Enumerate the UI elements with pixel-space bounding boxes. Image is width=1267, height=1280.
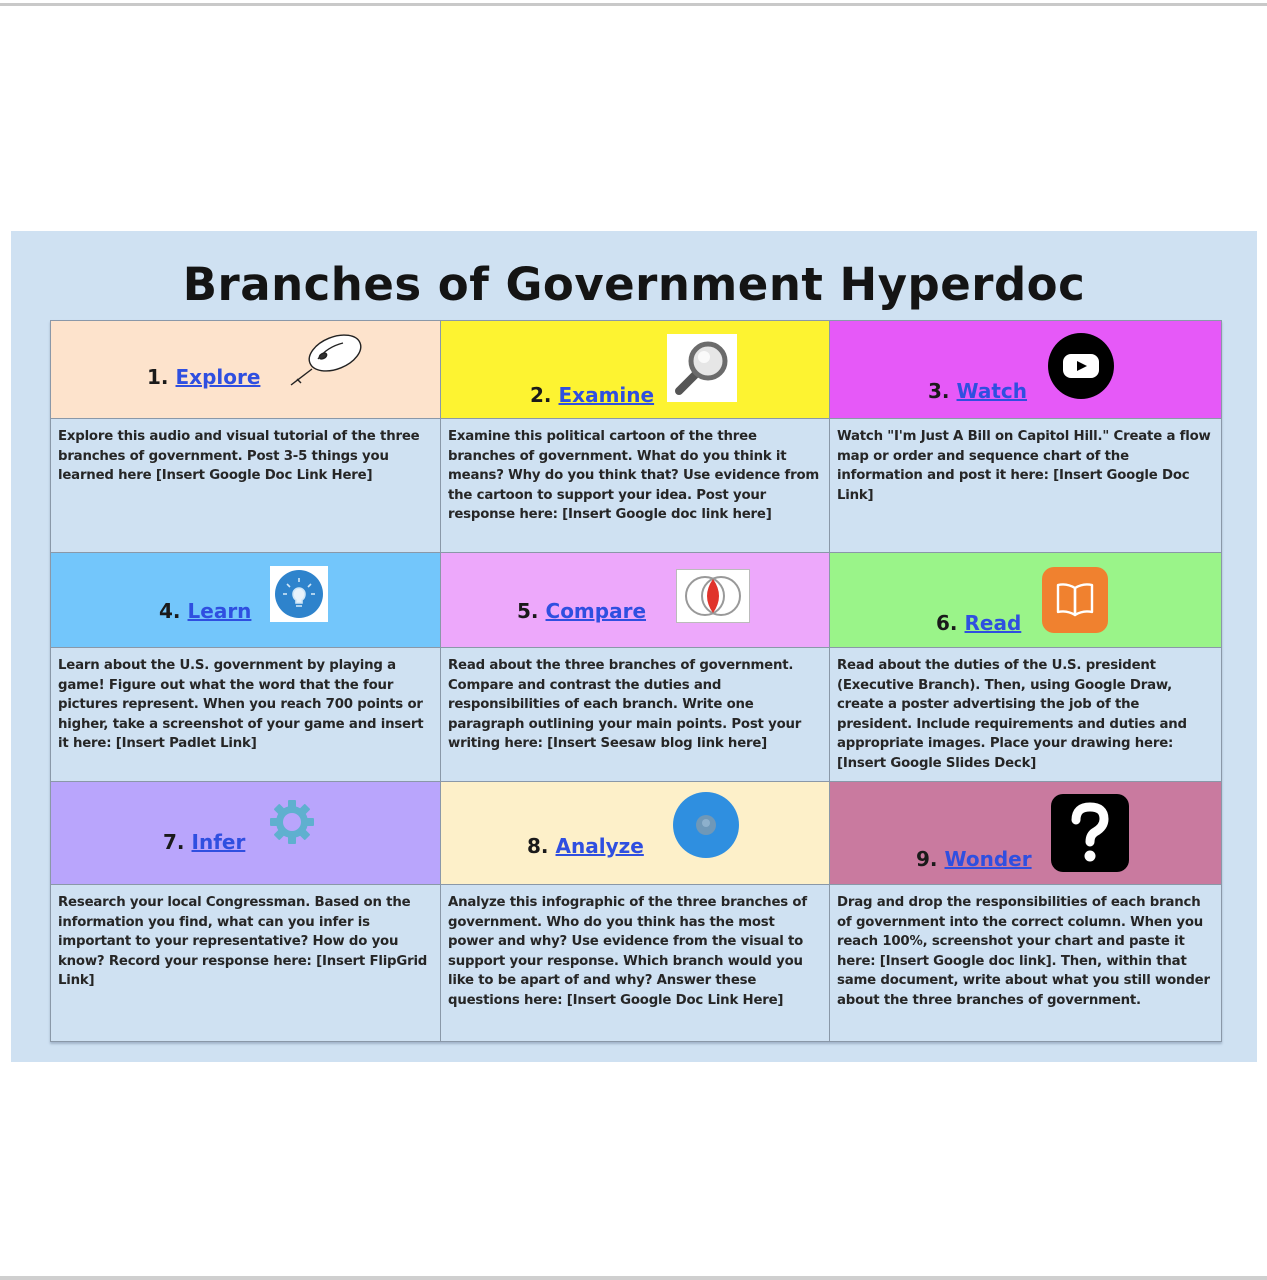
activity-number: 9. [916,847,938,871]
venn-diagram-icon [676,569,750,623]
activity-header-wonder: 9.Wonder [830,782,1221,885]
page-title: Branches of Government Hyperdoc [182,258,1086,311]
wonder-link[interactable]: Wonder [944,847,1032,871]
activity-description-wonder: Drag and drop the responsibilities of ea… [830,885,1221,1041]
gear-icon [267,797,317,847]
magnifying-glass-icon [667,334,737,402]
activity-title: 1.Explore [147,365,260,389]
activity-title: 7.Infer [163,830,245,854]
activity-description-watch: Watch "I'm Just A Bill on Capitol Hill."… [830,419,1221,553]
activity-title: 9.Wonder [916,847,1032,871]
activity-title: 2.Examine [530,383,654,407]
read-link[interactable]: Read [964,611,1022,635]
activity-description-infer: Research your local Congressman. Based o… [51,885,441,1041]
activity-number: 3. [928,379,950,403]
activity-header-examine: 2.Examine [441,321,830,419]
infer-link[interactable]: Infer [191,830,246,854]
compare-link[interactable]: Compare [545,599,647,623]
activity-header-read: 6.Read [830,553,1221,648]
activity-number: 6. [936,611,958,635]
activity-title: 3.Watch [928,379,1027,403]
computer-mouse-icon [285,329,371,389]
analyze-link[interactable]: Analyze [555,834,644,858]
youtube-play-icon [1048,333,1114,399]
activity-grid: 1.Explore 2.Examine [50,320,1222,1042]
activity-title: 6.Read [936,611,1021,635]
activity-title: 8.Analyze [527,834,644,858]
question-mark-icon [1051,794,1129,872]
activity-number: 7. [163,830,185,854]
activity-description-examine: Examine this political cartoon of the th… [441,419,830,553]
activity-number: 8. [527,834,549,858]
lightbulb-icon [270,566,328,622]
activity-title: 5.Compare [517,599,646,623]
analyze-circle-icon [673,792,739,858]
activity-description-compare: Read about the three branches of governm… [441,648,830,782]
activity-header-analyze: 8.Analyze [441,782,830,885]
explore-link[interactable]: Explore [175,365,261,389]
activity-number: 1. [147,365,169,389]
activity-header-learn: 4.Learn [51,553,441,648]
activity-description-analyze: Analyze this infographic of the three br… [441,885,830,1041]
learn-link[interactable]: Learn [187,599,252,623]
open-book-icon [1042,567,1108,633]
activity-header-explore: 1.Explore [51,321,441,419]
activity-header-compare: 5.Compare [441,553,830,648]
activity-number: 2. [530,383,552,407]
hyperdoc-slide: Branches of Government Hyperdoc 1.Explor… [11,231,1257,1062]
activity-description-explore: Explore this audio and visual tutorial o… [51,419,441,553]
activity-number: 5. [517,599,539,623]
bottom-divider [0,1276,1267,1280]
activity-title: 4.Learn [159,599,251,623]
watch-link[interactable]: Watch [956,379,1028,403]
activity-description-read: Read about the duties of the U.S. presid… [830,648,1221,782]
activity-number: 4. [159,599,181,623]
activity-header-infer: 7.Infer [51,782,441,885]
examine-link[interactable]: Examine [558,383,655,407]
top-divider [0,3,1267,6]
activity-header-watch: 3.Watch [830,321,1221,419]
activity-description-learn: Learn about the U.S. government by playi… [51,648,441,782]
